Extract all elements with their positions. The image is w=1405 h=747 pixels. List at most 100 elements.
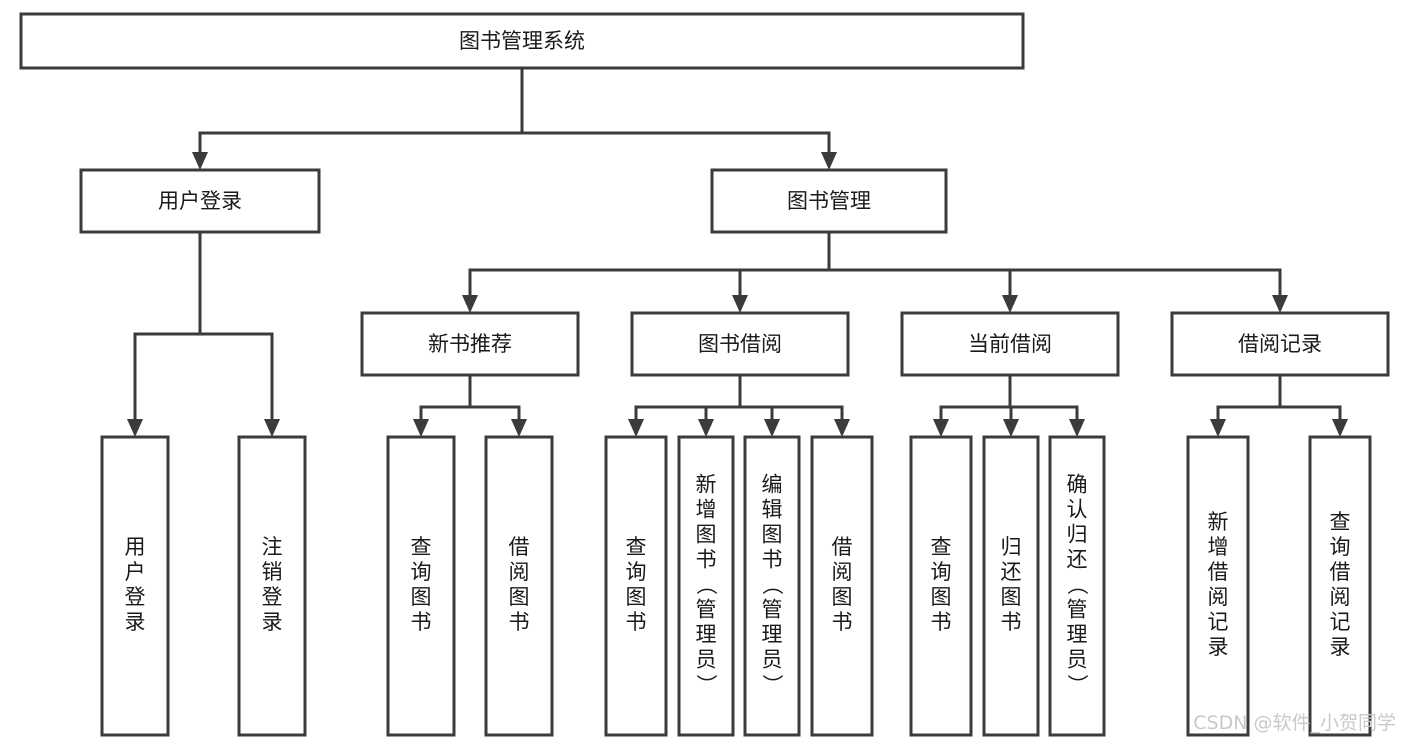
node-label-char: 阅 xyxy=(832,560,853,584)
node-label-char: 销 xyxy=(262,560,283,584)
node-label-char: 图 xyxy=(696,523,717,547)
node-label-char: 查 xyxy=(626,535,647,559)
node-l3-借阅记录-3[interactable]: 借阅记录 xyxy=(1170,311,1390,377)
node-label-char: 还 xyxy=(1001,560,1022,584)
l2-to-l3-0-arrowhead xyxy=(462,295,478,313)
node-label-char: ） xyxy=(1065,674,1089,695)
node-label-char: 书 xyxy=(509,610,530,634)
node-label-char: 借 xyxy=(1330,560,1351,584)
node-label-char: 图 xyxy=(411,585,432,609)
node-label-char: 查 xyxy=(411,535,432,559)
node-layer: 图书管理系统用户登录图书管理新书推荐图书借阅当前借阅借阅记录用户登录注销登录查询… xyxy=(19,12,1390,737)
node-box xyxy=(79,168,321,234)
node-label-char: ） xyxy=(760,674,784,695)
node-label-char: 归 xyxy=(1067,523,1088,547)
node-box xyxy=(743,435,801,737)
node-box xyxy=(360,311,580,377)
node-root-图书管理系统-0[interactable]: 图书管理系统 xyxy=(19,12,1025,70)
group-3-leaf-1-arrowhead xyxy=(1003,419,1019,437)
node-label-char: 户 xyxy=(125,560,146,584)
node-box xyxy=(1308,435,1372,737)
l2-to-l3-3-arrowhead xyxy=(1272,295,1288,313)
group-3-leaf-0-arrowhead xyxy=(933,419,949,437)
node-box xyxy=(900,311,1120,377)
node-label-char: 书 xyxy=(626,610,647,634)
node-label-char: 图 xyxy=(509,585,530,609)
node-label-char: 用 xyxy=(125,535,146,559)
node-label-char: 询 xyxy=(1330,535,1351,559)
node-label-char: 员 xyxy=(762,648,783,672)
node-box xyxy=(1186,435,1250,737)
node-box xyxy=(630,311,850,377)
node-label-char: 辑 xyxy=(762,498,783,522)
node-label-char: 录 xyxy=(262,610,283,634)
node-label-char: 查 xyxy=(931,535,952,559)
node-leaf-用户登录-0[interactable]: 用户登录 xyxy=(100,435,170,737)
root-to-l2-0-arrowhead xyxy=(192,152,208,170)
node-l3-新书推荐-0[interactable]: 新书推荐 xyxy=(360,311,580,377)
node-box xyxy=(1048,435,1106,737)
node-label-char: 理 xyxy=(696,623,717,647)
group-2-leaf-1-arrowhead xyxy=(698,419,714,437)
node-box xyxy=(100,435,170,737)
node-l2-用户登录-0[interactable]: 用户登录 xyxy=(79,168,321,234)
node-l2-图书管理-1[interactable]: 图书管理 xyxy=(710,168,948,234)
node-label: 用户登录 xyxy=(158,189,242,213)
node-box xyxy=(1170,311,1390,377)
node-label-char: 增 xyxy=(1208,535,1229,559)
group-0-leaf-0-arrowhead xyxy=(127,419,143,437)
l2-to-l3-2-arrowhead xyxy=(1002,295,1018,313)
node-label-char: 借 xyxy=(832,535,853,559)
node-box xyxy=(484,435,554,737)
node-label-char: 理 xyxy=(762,623,783,647)
node-l3-当前借阅-2[interactable]: 当前借阅 xyxy=(900,311,1120,377)
node-label: 借阅记录 xyxy=(1238,332,1322,356)
node-box xyxy=(810,435,874,737)
node-label-char: 图 xyxy=(1001,585,1022,609)
node-label-char: 员 xyxy=(1067,648,1088,672)
node-label: 图书管理系统 xyxy=(459,29,585,53)
node-l3-图书借阅-1[interactable]: 图书借阅 xyxy=(630,311,850,377)
node-label-char: 认 xyxy=(1067,498,1088,522)
node-label-char: 书 xyxy=(411,610,432,634)
node-label-char: 新 xyxy=(696,473,717,497)
node-label-char: 图 xyxy=(931,585,952,609)
group-2-leaf-2-arrowhead xyxy=(764,419,780,437)
node-label-char: 记 xyxy=(1330,610,1351,634)
group-4-leaf-0-arrowhead xyxy=(1210,419,1226,437)
node-label-char: ） xyxy=(694,674,718,695)
l2-to-l3-1-arrowhead xyxy=(732,295,748,313)
node-label-char: 管 xyxy=(696,598,717,622)
node-label-char: 借 xyxy=(1208,560,1229,584)
node-label-char: 归 xyxy=(1001,535,1022,559)
node-label-char: 确 xyxy=(1067,473,1088,497)
node-label-char: 注 xyxy=(262,535,283,559)
node-label-char: 书 xyxy=(832,610,853,634)
node-label-char: 书 xyxy=(931,610,952,634)
node-label: 新书推荐 xyxy=(428,332,512,356)
root-to-l2-1-arrowhead xyxy=(821,152,837,170)
connector-layer xyxy=(127,66,1348,437)
node-label-char: 登 xyxy=(125,585,146,609)
node-label-char: （ xyxy=(694,574,718,595)
node-label-char: 阅 xyxy=(509,560,530,584)
group-2-leaf-0-arrowhead xyxy=(628,419,644,437)
node-label-char: 理 xyxy=(1067,623,1088,647)
node-box xyxy=(982,435,1040,737)
node-label-char: 阅 xyxy=(1208,585,1229,609)
group-2-leaf-3-arrowhead xyxy=(834,419,850,437)
